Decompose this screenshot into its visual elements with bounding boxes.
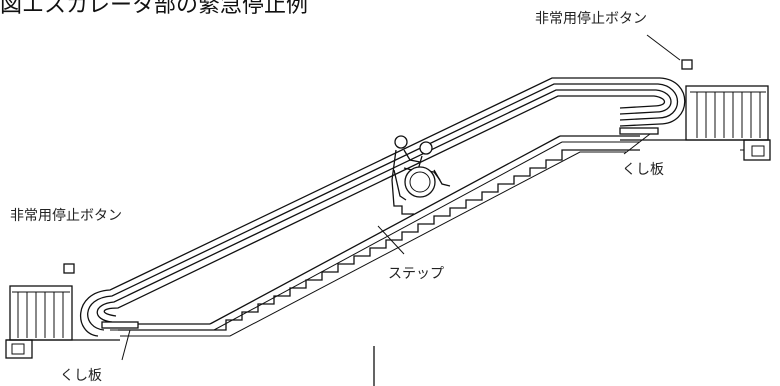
- upper-landing-railing: [620, 85, 771, 161]
- leader-line-comb-lower: [121, 329, 131, 361]
- label-comb-plate-upper: くし板: [622, 162, 664, 178]
- emergency-stop-button-upper: [681, 59, 693, 70]
- label-step: ステップ: [388, 266, 444, 282]
- label-emergency-stop-lower: 非常用停止ボタン: [10, 207, 122, 224]
- figure-heading: 図エスカレータ部の緊急停止例: [0, 0, 308, 18]
- leader-line-step: [377, 225, 405, 255]
- handrail: [79, 77, 686, 337]
- wheelchair-user-with-helper: [391, 135, 451, 215]
- lower-landing-railing: [5, 285, 120, 359]
- balustrade: [101, 127, 659, 331]
- leader-line-button-upper: [646, 34, 681, 61]
- emergency-stop-button-lower: [63, 263, 75, 274]
- leader-line-comb-upper: [623, 133, 651, 155]
- steps: [118, 149, 640, 337]
- label-emergency-stop-upper: 非常用停止ボタン: [535, 10, 647, 27]
- label-comb-plate-lower: くし板: [60, 368, 102, 384]
